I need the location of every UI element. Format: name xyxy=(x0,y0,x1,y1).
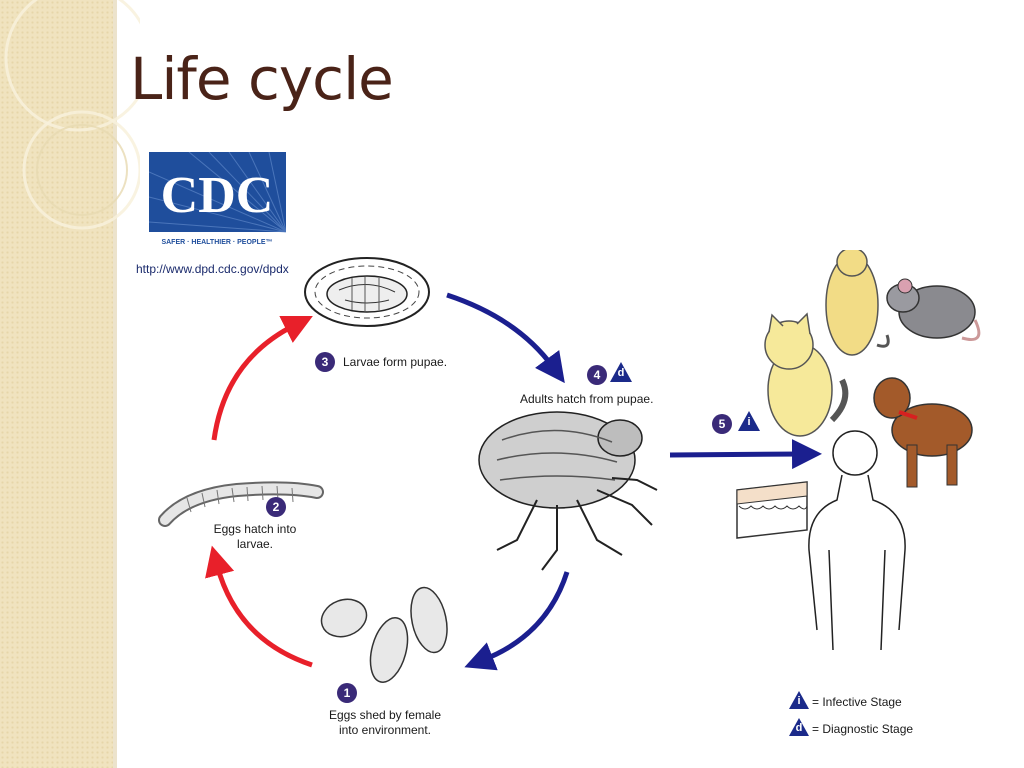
stage-4-label: Adults hatch from pupae. xyxy=(520,392,654,406)
diagnostic-stage-icon: d xyxy=(609,361,633,383)
rat-illustration xyxy=(886,278,981,341)
sidebar-edge xyxy=(113,0,117,768)
stage-1-badge: 1 xyxy=(337,683,357,703)
life-cycle-diagram xyxy=(158,250,981,683)
infective-stage-icon: i xyxy=(737,410,761,432)
cdc-url: http://www.dpd.cdc.gov/dpdx xyxy=(136,262,289,276)
stage-1-label: Eggs shed by female into environment. xyxy=(328,708,442,737)
arrow-to-hosts xyxy=(669,439,822,470)
larva-illustration xyxy=(158,481,324,527)
human-outline-illustration xyxy=(808,430,906,651)
legend-diagnostic-label: = Diagnostic Stage xyxy=(812,722,914,736)
cdc-logo: CDC SAFER · HEALTHIER · PEOPLE™ xyxy=(148,151,287,248)
legend-diagnostic-icon: d xyxy=(788,717,810,737)
cdc-wordmark: CDC xyxy=(161,167,274,224)
eggs-illustration xyxy=(320,586,448,683)
stage-2-label: Eggs hatch into larvae. xyxy=(213,522,297,551)
stage-3-label: Larvae form pupae. xyxy=(343,355,448,369)
arrow-eggs-to-larvae xyxy=(205,545,313,668)
stage-4-badge: 4 xyxy=(587,365,607,385)
arrow-pupae-to-adult xyxy=(446,292,565,384)
arrow-adult-to-eggs xyxy=(464,571,570,671)
stage-2-badge: 2 xyxy=(266,497,286,517)
stage-3-badge: 3 xyxy=(315,352,335,372)
dog-illustration xyxy=(873,377,973,488)
legend-infective-icon: i xyxy=(788,690,810,710)
slide-title: Life cycle xyxy=(130,45,394,113)
decorative-circles xyxy=(4,0,140,230)
pupa-illustration xyxy=(304,257,430,327)
skin-section-illustration xyxy=(736,481,808,539)
cdc-tagline: SAFER · HEALTHIER · PEOPLE™ xyxy=(161,239,272,246)
flea-illustration xyxy=(478,411,658,571)
arrow-larvae-to-pupae xyxy=(211,316,313,441)
prairie-dog-illustration xyxy=(825,250,890,356)
legend-infective-label: = Infective Stage xyxy=(812,695,902,709)
stage-5-badge: 5 xyxy=(712,414,732,434)
cat-illustration xyxy=(764,312,849,437)
